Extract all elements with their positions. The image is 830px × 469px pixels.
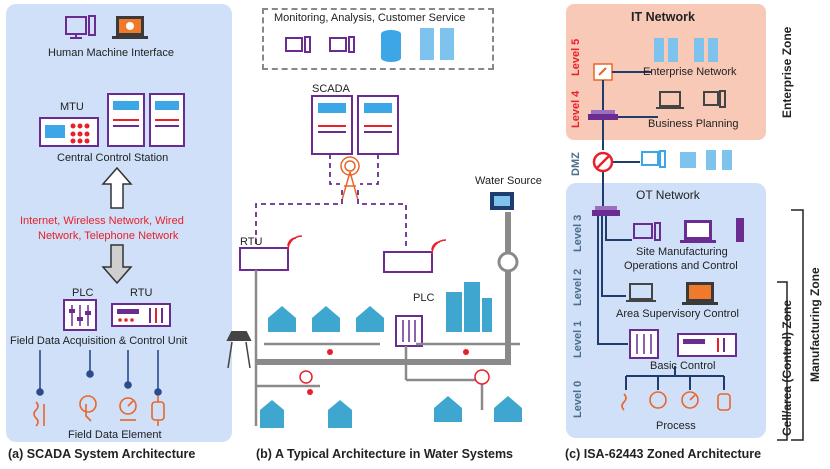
network-label-line2: Network, Telephone Network	[38, 230, 179, 242]
cell-area-zone-label: Cell/area (Control) Zone	[780, 299, 794, 436]
computer-icon	[285, 36, 311, 53]
pump-icon	[497, 251, 519, 273]
up-arrow-icon	[101, 166, 133, 209]
server-icon	[736, 218, 744, 242]
plc-label: PLC	[72, 287, 94, 299]
field-data-acquisition-label: Field Data Acquisition & Control Unit	[10, 335, 188, 347]
blocked-icon	[592, 151, 614, 173]
level1-label: Level 1	[572, 320, 584, 358]
manufacturing-zone-label: Manufacturing Zone	[808, 267, 822, 382]
computer-icon	[65, 15, 96, 39]
house-icon	[268, 306, 522, 422]
plc-icon	[63, 299, 97, 331]
computer-icon	[641, 150, 666, 168]
site-mfg-label-line2: Operations and Control	[624, 260, 738, 272]
meter-icon	[119, 397, 137, 421]
level5-label: Level 5	[570, 38, 582, 76]
network-label-line1: Internet, Wireless Network, Wired	[20, 215, 184, 227]
actuator-icon	[717, 393, 731, 411]
server-icon	[654, 38, 718, 62]
computer-icon	[703, 90, 726, 108]
touch-icon	[649, 391, 667, 409]
rtu-label: RTU	[130, 287, 153, 299]
monitoring-box	[262, 8, 494, 70]
central-control-station-label: Central Control Station	[57, 152, 169, 164]
mtu-console-icon	[39, 117, 99, 147]
level2-label: Level 2	[572, 268, 584, 306]
laptop-icon	[682, 282, 718, 305]
laptop-icon	[626, 283, 656, 302]
area-supervisory-label: Area Supervisory Control	[616, 308, 739, 320]
firewall-icon	[593, 63, 613, 81]
scada-label: SCADA	[312, 83, 350, 95]
dmz-label: DMZ	[570, 152, 582, 176]
wifi-icon	[287, 235, 447, 255]
touch-icon	[79, 395, 97, 422]
laptop-icon	[680, 220, 716, 243]
level0-label: Level 0	[572, 380, 584, 418]
rtu-label-b: RTU	[240, 236, 263, 248]
ot-network-zone	[566, 183, 766, 438]
barn-icon	[260, 400, 352, 428]
panel-a-graphics	[33, 15, 185, 427]
enterprise-zone-label: Enterprise Zone	[780, 26, 794, 118]
computer-icon	[329, 36, 355, 53]
ot-network-label: OT Network	[636, 188, 700, 202]
process-label: Process	[656, 420, 696, 432]
server-icon	[706, 150, 732, 170]
field-data-element-label: Field Data Element	[68, 429, 162, 441]
it-network-label: IT Network	[631, 10, 695, 24]
water-tank-icon	[490, 192, 514, 210]
water-source-label: Water Source	[475, 175, 542, 187]
sensor-icon	[33, 401, 45, 427]
computer-icon	[633, 222, 661, 241]
server-icon	[420, 28, 454, 60]
mtu-label: MTU	[60, 101, 84, 113]
panel-c-graphics	[588, 38, 804, 441]
down-arrow-icon	[101, 244, 133, 285]
database-icon	[381, 30, 401, 62]
caption-a: (a) SCADA System Architecture	[8, 447, 196, 461]
meter-icon	[681, 391, 699, 409]
building-icon	[446, 282, 492, 332]
level4-label: Level 4	[570, 90, 582, 128]
radio-tower-icon	[340, 156, 360, 201]
site-mfg-label-line1: Site Manufacturing	[636, 246, 728, 258]
rtu-icon	[111, 303, 171, 327]
database-icon	[680, 152, 696, 168]
meter-icon	[474, 369, 490, 385]
caption-b: (b) A Typical Architecture in Water Syst…	[256, 447, 514, 461]
actuator-icon	[151, 396, 165, 426]
panel-b-graphics	[226, 28, 522, 428]
laptop-icon	[656, 91, 684, 109]
router-icon	[592, 206, 620, 216]
caption-c: (c) ISA-62443 Zoned Architecture	[565, 447, 762, 461]
water-tower-icon	[226, 331, 252, 369]
laptop-icon	[112, 16, 148, 39]
business-planning-label: Business Planning	[648, 118, 739, 130]
hmi-label: Human Machine Interface	[48, 47, 174, 59]
panel-a-background	[6, 4, 232, 442]
rtu-icon	[677, 333, 737, 357]
level3-label: Level 3	[572, 214, 584, 252]
router-icon	[588, 110, 618, 120]
meter-icon	[299, 370, 313, 384]
basic-control-label: Basic Control	[650, 360, 716, 372]
plc-label-b: PLC	[413, 292, 435, 304]
sensor-icon	[621, 393, 627, 411]
monitoring-label: Monitoring, Analysis, Customer Service	[274, 12, 466, 24]
enterprise-network-label: Enterprise Network	[643, 66, 737, 78]
